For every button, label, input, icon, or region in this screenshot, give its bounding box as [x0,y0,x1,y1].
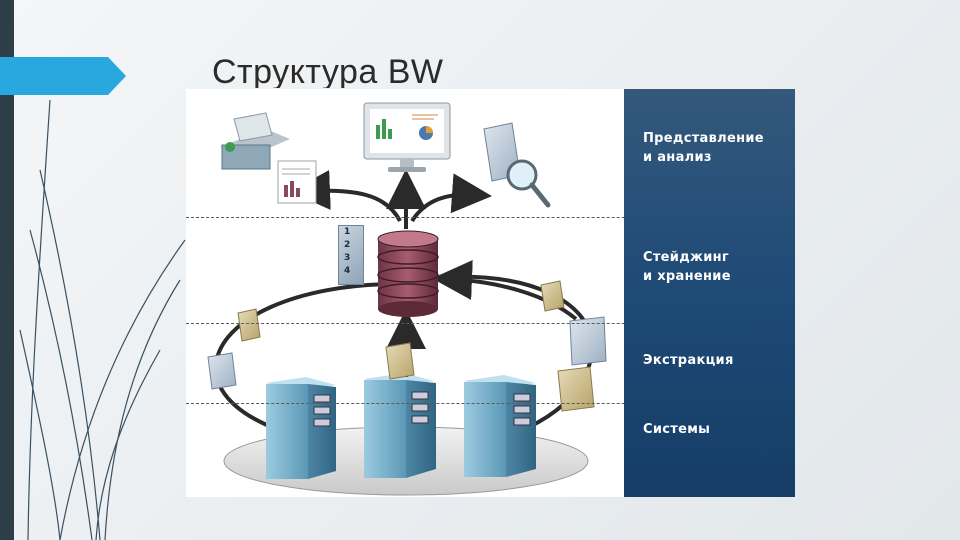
presentation-arrows [290,169,492,229]
list-number: 1 [344,227,351,237]
monitor-icon [363,102,451,172]
layer-label-staging: Стейджинг и хранение [643,250,731,284]
search-document-icon [483,122,551,208]
doc-icons [207,280,607,412]
server-2 [364,373,436,478]
numbered-list-icon: 1 2 3 4 [338,225,364,285]
database-icon [377,230,439,317]
left-accent-bar [0,0,14,540]
layer-label-extraction: Экстракция [643,353,734,368]
list-number: 3 [344,253,351,263]
layer-label-systems: Системы [643,422,711,437]
printer-icon [220,112,317,204]
layer-divider [186,403,795,404]
list-number: 2 [344,240,351,250]
decorative-lines [19,99,186,540]
layer-legend-panel: Представление и анализ Стейджинг и хране… [624,89,795,497]
diagram-artwork [207,102,607,496]
layer-label-presentation: Представление и анализ [643,131,764,165]
slide-title: Структура BW [212,53,444,88]
layer-divider [186,323,795,324]
list-number: 4 [344,266,351,276]
title-accent-arrow [0,57,126,95]
server-1 [266,377,336,479]
bw-architecture-diagram: 1 2 3 4 Представление и анализ Стейджинг… [186,89,795,497]
layer-divider [186,217,795,218]
server-3 [464,375,536,477]
